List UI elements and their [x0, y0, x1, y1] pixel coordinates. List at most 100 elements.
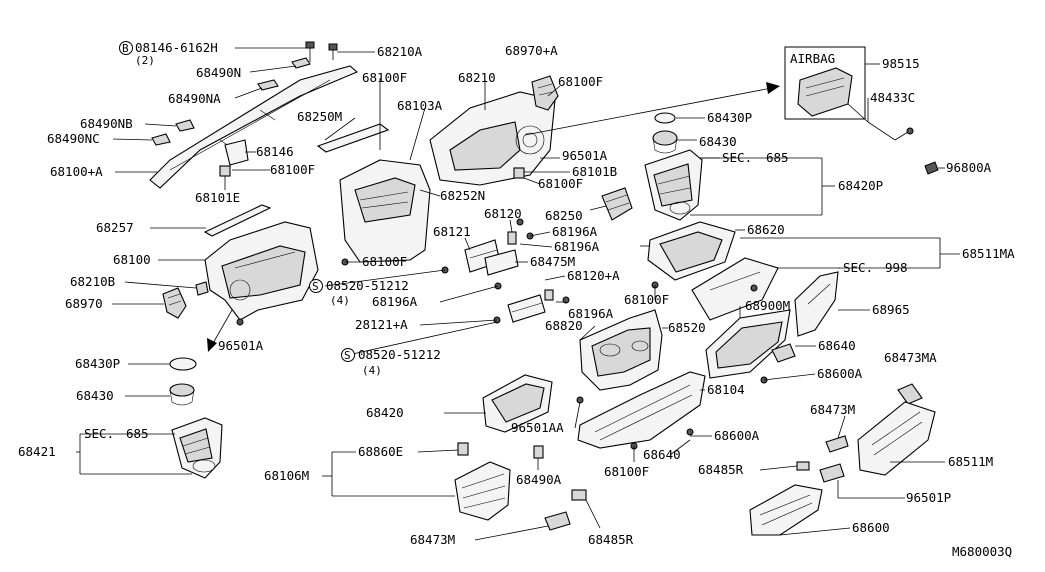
defroster-grille-strip: [149, 65, 359, 189]
label-68146: 68146: [256, 144, 294, 159]
label-68520: 68520: [668, 320, 706, 335]
label-96501P: 96501P: [906, 490, 951, 505]
label-68252N: 68252N: [440, 188, 485, 203]
label-68100pA: 68100+A: [50, 164, 103, 179]
label-68640: 68640: [818, 338, 856, 353]
label-68430P: 68430P: [75, 356, 120, 371]
clip-68490NB: [151, 57, 311, 146]
leader-lines: [76, 47, 960, 541]
center-console-68820: [579, 309, 663, 391]
label-qty: (4): [362, 364, 382, 377]
label-68511M: 68511M: [948, 454, 993, 469]
bracket-68146: [219, 139, 249, 177]
side-panel-68106M: [454, 461, 511, 521]
bracket-68210B: [195, 281, 209, 296]
label-68196A: 68196A: [554, 239, 600, 254]
glovebox-lid-68511MA: [691, 257, 779, 321]
trim-strip-68257: [203, 204, 272, 237]
label-68490NA: 68490NA: [168, 91, 221, 106]
label-sec-685: 685: [766, 150, 789, 165]
label-sec-998: 998: [885, 260, 908, 275]
clip-68640: [771, 343, 796, 363]
label-68100F: 68100F: [362, 254, 407, 269]
label-68475M: 68475M: [530, 254, 575, 269]
label-68490NC: 68490NC: [47, 131, 100, 146]
label-68420: 68420: [366, 405, 404, 420]
clip-68101B: [513, 167, 525, 179]
lower-dash-68104: [577, 371, 706, 449]
label-qty: (2): [135, 54, 155, 67]
screw-symbol-S-1: S: [309, 279, 323, 293]
side-vent-68970pA: [531, 75, 559, 111]
label-08520-51212: 08520-51212: [358, 347, 441, 362]
bolt-68210A: [305, 41, 338, 62]
label-68970pA: 68970+A: [505, 43, 558, 58]
label-68100F: 68100F: [270, 162, 315, 177]
label-68100F: 68100F: [362, 70, 407, 85]
label-68196A: 68196A: [372, 294, 418, 309]
label-68196A: 68196A: [552, 224, 598, 239]
storage-box-68600: [749, 484, 823, 536]
label-96501AA: 96501AA: [511, 420, 564, 435]
label-sec: SEC.: [843, 260, 873, 275]
label-68820: 68820: [545, 318, 583, 333]
label-68485R: 68485R: [698, 462, 744, 477]
label-68620: 68620: [747, 222, 785, 237]
label-68210B: 68210B: [70, 274, 115, 289]
label-68104: 68104: [707, 382, 745, 397]
label-68490N: 68490N: [196, 65, 241, 80]
label-28121pA: 28121+A: [355, 317, 408, 332]
label-68600: 68600: [852, 520, 890, 535]
label-68421: 68421: [18, 444, 56, 459]
label-68106M: 68106M: [264, 468, 309, 483]
bolt-symbol-B: B: [119, 41, 133, 55]
side-vent-68420P: [644, 149, 703, 221]
label-68121: 68121: [433, 224, 471, 239]
symbol-letter-s: S: [344, 349, 351, 362]
label-68473MA: 68473MA: [884, 350, 937, 365]
upper-dash-panel-68210: [429, 91, 556, 186]
clip-68485R: [796, 461, 810, 471]
latch-68473M-bottom: [544, 511, 571, 531]
symbol-letter-b: B: [122, 42, 129, 55]
label-68430P: 68430P: [707, 110, 752, 125]
airbag-arrow: [524, 82, 780, 136]
main-dash-frame-68100: [204, 221, 319, 321]
label-68250M: 68250M: [297, 109, 342, 124]
latch-68473MA: [897, 383, 923, 405]
center-vent-duct: [316, 123, 431, 263]
bracket-28121: [464, 239, 519, 276]
label-96800A: 96800A: [946, 160, 992, 175]
label-68100F: 68100F: [538, 176, 583, 191]
label-68100: 68100: [113, 252, 151, 267]
label-68970: 68970: [65, 296, 103, 311]
arrow-96501A: [207, 309, 233, 352]
label-68101B: 68101B: [572, 164, 617, 179]
airbag-callout-box: [784, 46, 866, 120]
side-vent-68970: [162, 287, 187, 319]
upper-glovebox-68620: [647, 221, 736, 281]
cup-ring-68430P-left: [169, 357, 197, 406]
label-08146-6162H: 08146-6162H: [135, 40, 218, 55]
label-68490NB: 68490NB: [80, 116, 133, 131]
label-68600A: 68600A: [817, 366, 863, 381]
vent-grille-68250: [601, 187, 633, 221]
label-68430: 68430: [76, 388, 114, 403]
label-68100F: 68100F: [604, 464, 649, 479]
label-68640: 68640: [643, 447, 681, 462]
label-68965: 68965: [872, 302, 910, 317]
screws: [236, 218, 768, 450]
label-68600A: 68600A: [714, 428, 760, 443]
side-panel-68965: [794, 271, 839, 337]
label-68490A: 68490A: [516, 472, 562, 487]
label-48433C: 48433C: [870, 90, 915, 105]
bracket-28121pA: [507, 294, 546, 323]
label-68120pA: 68120+A: [567, 268, 620, 283]
label-98515: 98515: [882, 56, 920, 71]
label-airbag: AIRBAG: [790, 51, 835, 66]
label-68511MA: 68511MA: [962, 246, 1015, 261]
label-68485R: 68485R: [588, 532, 634, 547]
label-68473M: 68473M: [410, 532, 455, 547]
clip-68485R-bottom: [571, 489, 587, 501]
